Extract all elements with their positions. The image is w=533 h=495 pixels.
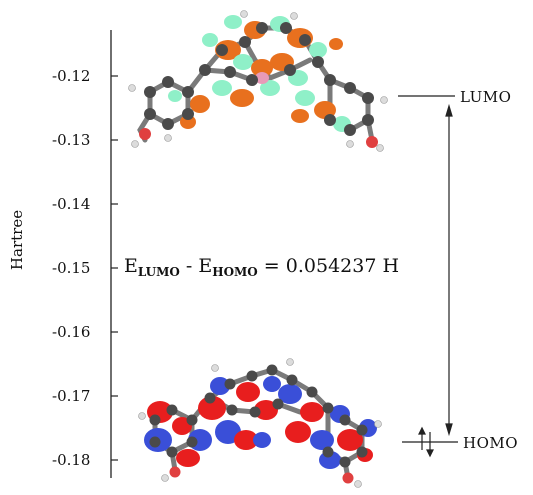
tick-label: -0.16 [52,323,90,341]
homo-label: HOMO [463,434,518,452]
tick-label: -0.17 [52,387,90,405]
tick-label: -0.15 [52,259,90,277]
eq-e-lumo: E [124,255,138,277]
energy-gap-arrow [445,103,453,437]
electron-pair-icon [418,426,434,458]
homo-orbital-molecule [138,358,382,488]
lumo-label: LUMO [460,88,511,106]
eq-sub-homo: HOMO [212,265,258,279]
eq-sub-lumo: LUMO [138,265,180,279]
tick-label: -0.14 [52,195,90,213]
eq-minus: - [180,255,199,277]
tick-label: -0.12 [52,67,90,85]
tick-label: -0.13 [52,131,90,149]
eq-e-homo: E [198,255,212,277]
energy-gap-equation: ELUMO - EHOMO = 0.054237 H [124,255,399,279]
axis-title: Hartree [8,210,26,270]
lumo-orbital-molecule [128,10,388,152]
axis-tick-labels: -0.12 -0.13 -0.14 -0.15 -0.16 -0.17 -0.1… [52,67,90,469]
tick-label: -0.18 [52,451,90,469]
eq-value: = 0.054237 H [258,255,399,277]
axis-ticks [111,75,118,461]
